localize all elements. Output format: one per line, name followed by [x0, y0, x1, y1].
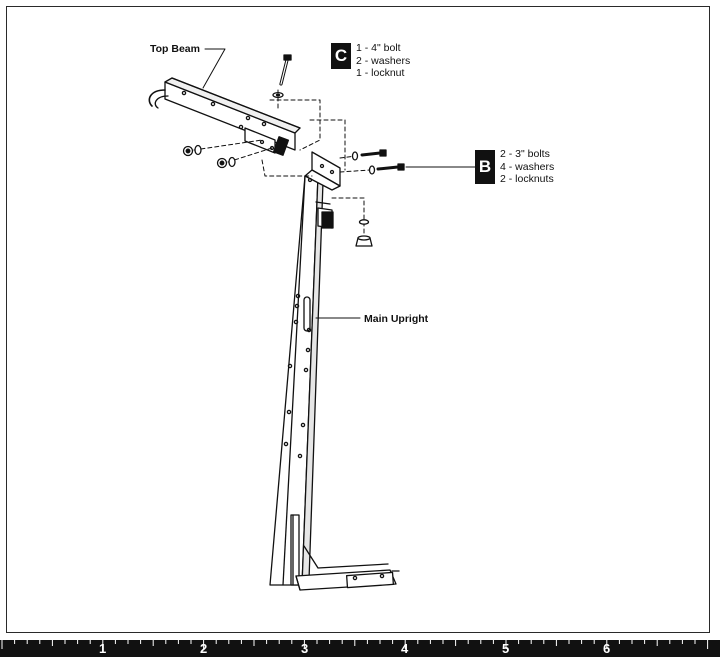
- kit-b-list: 2 - 3" bolts 4 - washers 2 - locknuts: [500, 148, 554, 186]
- ruler-number: 2: [200, 641, 208, 656]
- assembly-guide-lines: [193, 89, 371, 235]
- kit-b-badge: B: [475, 150, 495, 184]
- ruler-number: 4: [401, 641, 409, 656]
- kit-c-item: 1 - locknut: [356, 67, 405, 79]
- inch-ruler: 1 2 3 4 5 6: [0, 640, 720, 657]
- base-foot: [295, 545, 400, 591]
- assembly-illustration: [148, 48, 476, 591]
- kit-c-badge: C: [331, 43, 351, 69]
- main-upright-label: Main Upright: [364, 313, 429, 325]
- kit-c-item: 1 - 4" bolt: [356, 42, 401, 54]
- upright-top-bracket: [304, 151, 341, 191]
- kit-b-item: 2 - 3" bolts: [500, 148, 550, 160]
- kit-c-item: 2 - washers: [356, 54, 411, 67]
- main-upright: [269, 175, 324, 586]
- kit-b-hardware: [351, 149, 476, 247]
- leader-lines: [202, 48, 361, 319]
- top-beam: [148, 77, 301, 156]
- ruler-ticks: [1, 640, 709, 649]
- kit-c-hardware: [272, 54, 292, 99]
- kit-b-item: 2 - locknuts: [500, 173, 554, 185]
- beam-left-hardware: [182, 144, 236, 169]
- ruler-number: 5: [502, 641, 510, 656]
- ruler-number: 6: [603, 641, 611, 656]
- diagram-frame: [6, 6, 710, 633]
- upright-roller-pad: [315, 201, 334, 229]
- kit-b-item: 4 - washers: [500, 160, 555, 173]
- ruler-number: 1: [99, 641, 107, 656]
- ruler-number: 3: [301, 641, 309, 656]
- top-beam-label: Top Beam: [150, 43, 200, 55]
- kit-c-list: 1 - 4" bolt 2 - washers 1 - locknut: [356, 42, 410, 80]
